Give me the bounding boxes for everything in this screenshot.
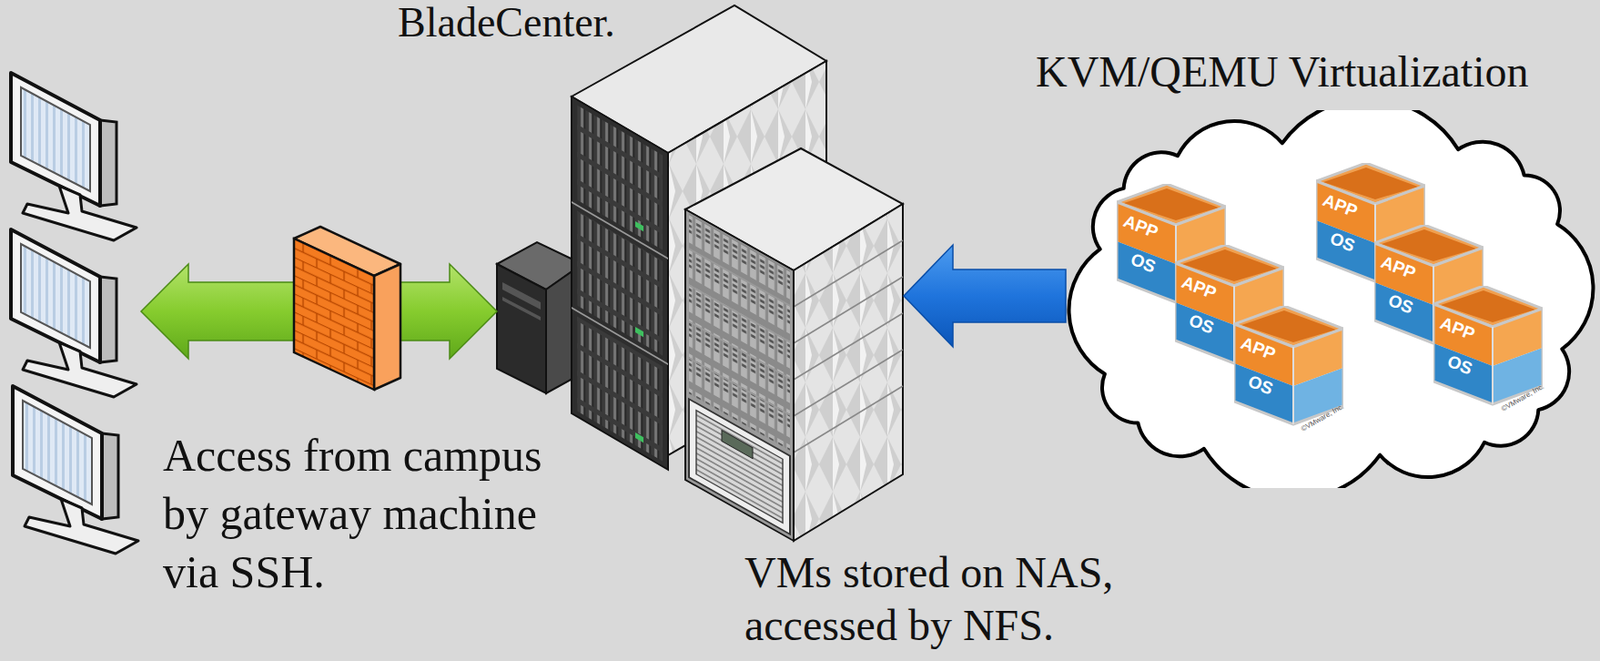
campus-monitor	[10, 229, 137, 397]
heading-label: KVM/QEMU Virtualization	[1035, 46, 1530, 98]
caption-label: VMs stored on NAS, accessed by NFS.	[744, 546, 1173, 652]
campus-monitor	[12, 385, 139, 554]
nas-storage	[685, 148, 903, 541]
block-arrow	[903, 244, 1066, 347]
vm-cube-shape	[1433, 285, 1543, 406]
caption-label: Access from campus by gateway machine vi…	[162, 425, 568, 601]
campus-monitor	[10, 72, 137, 241]
heading-label: BladeCenter.	[397, 0, 616, 46]
vm-cube: APPOS	[1433, 285, 1543, 406]
blade-center-node: BladeCenter.	[496, 5, 827, 470]
firewall	[293, 226, 401, 390]
nas-node: VMs stored on NAS, accessed by NFS.	[685, 148, 904, 541]
vm-cube-shape	[1234, 305, 1344, 426]
virtualization-cloud: KVM/QEMU VirtualizationAPPOSAPPOSAPPOSAP…	[1065, 110, 1597, 488]
campus-terminals: Access from campus by gateway machine vi…	[9, 63, 142, 556]
gateway-machine	[496, 242, 583, 394]
vm-cube: APPOS	[1234, 305, 1344, 426]
